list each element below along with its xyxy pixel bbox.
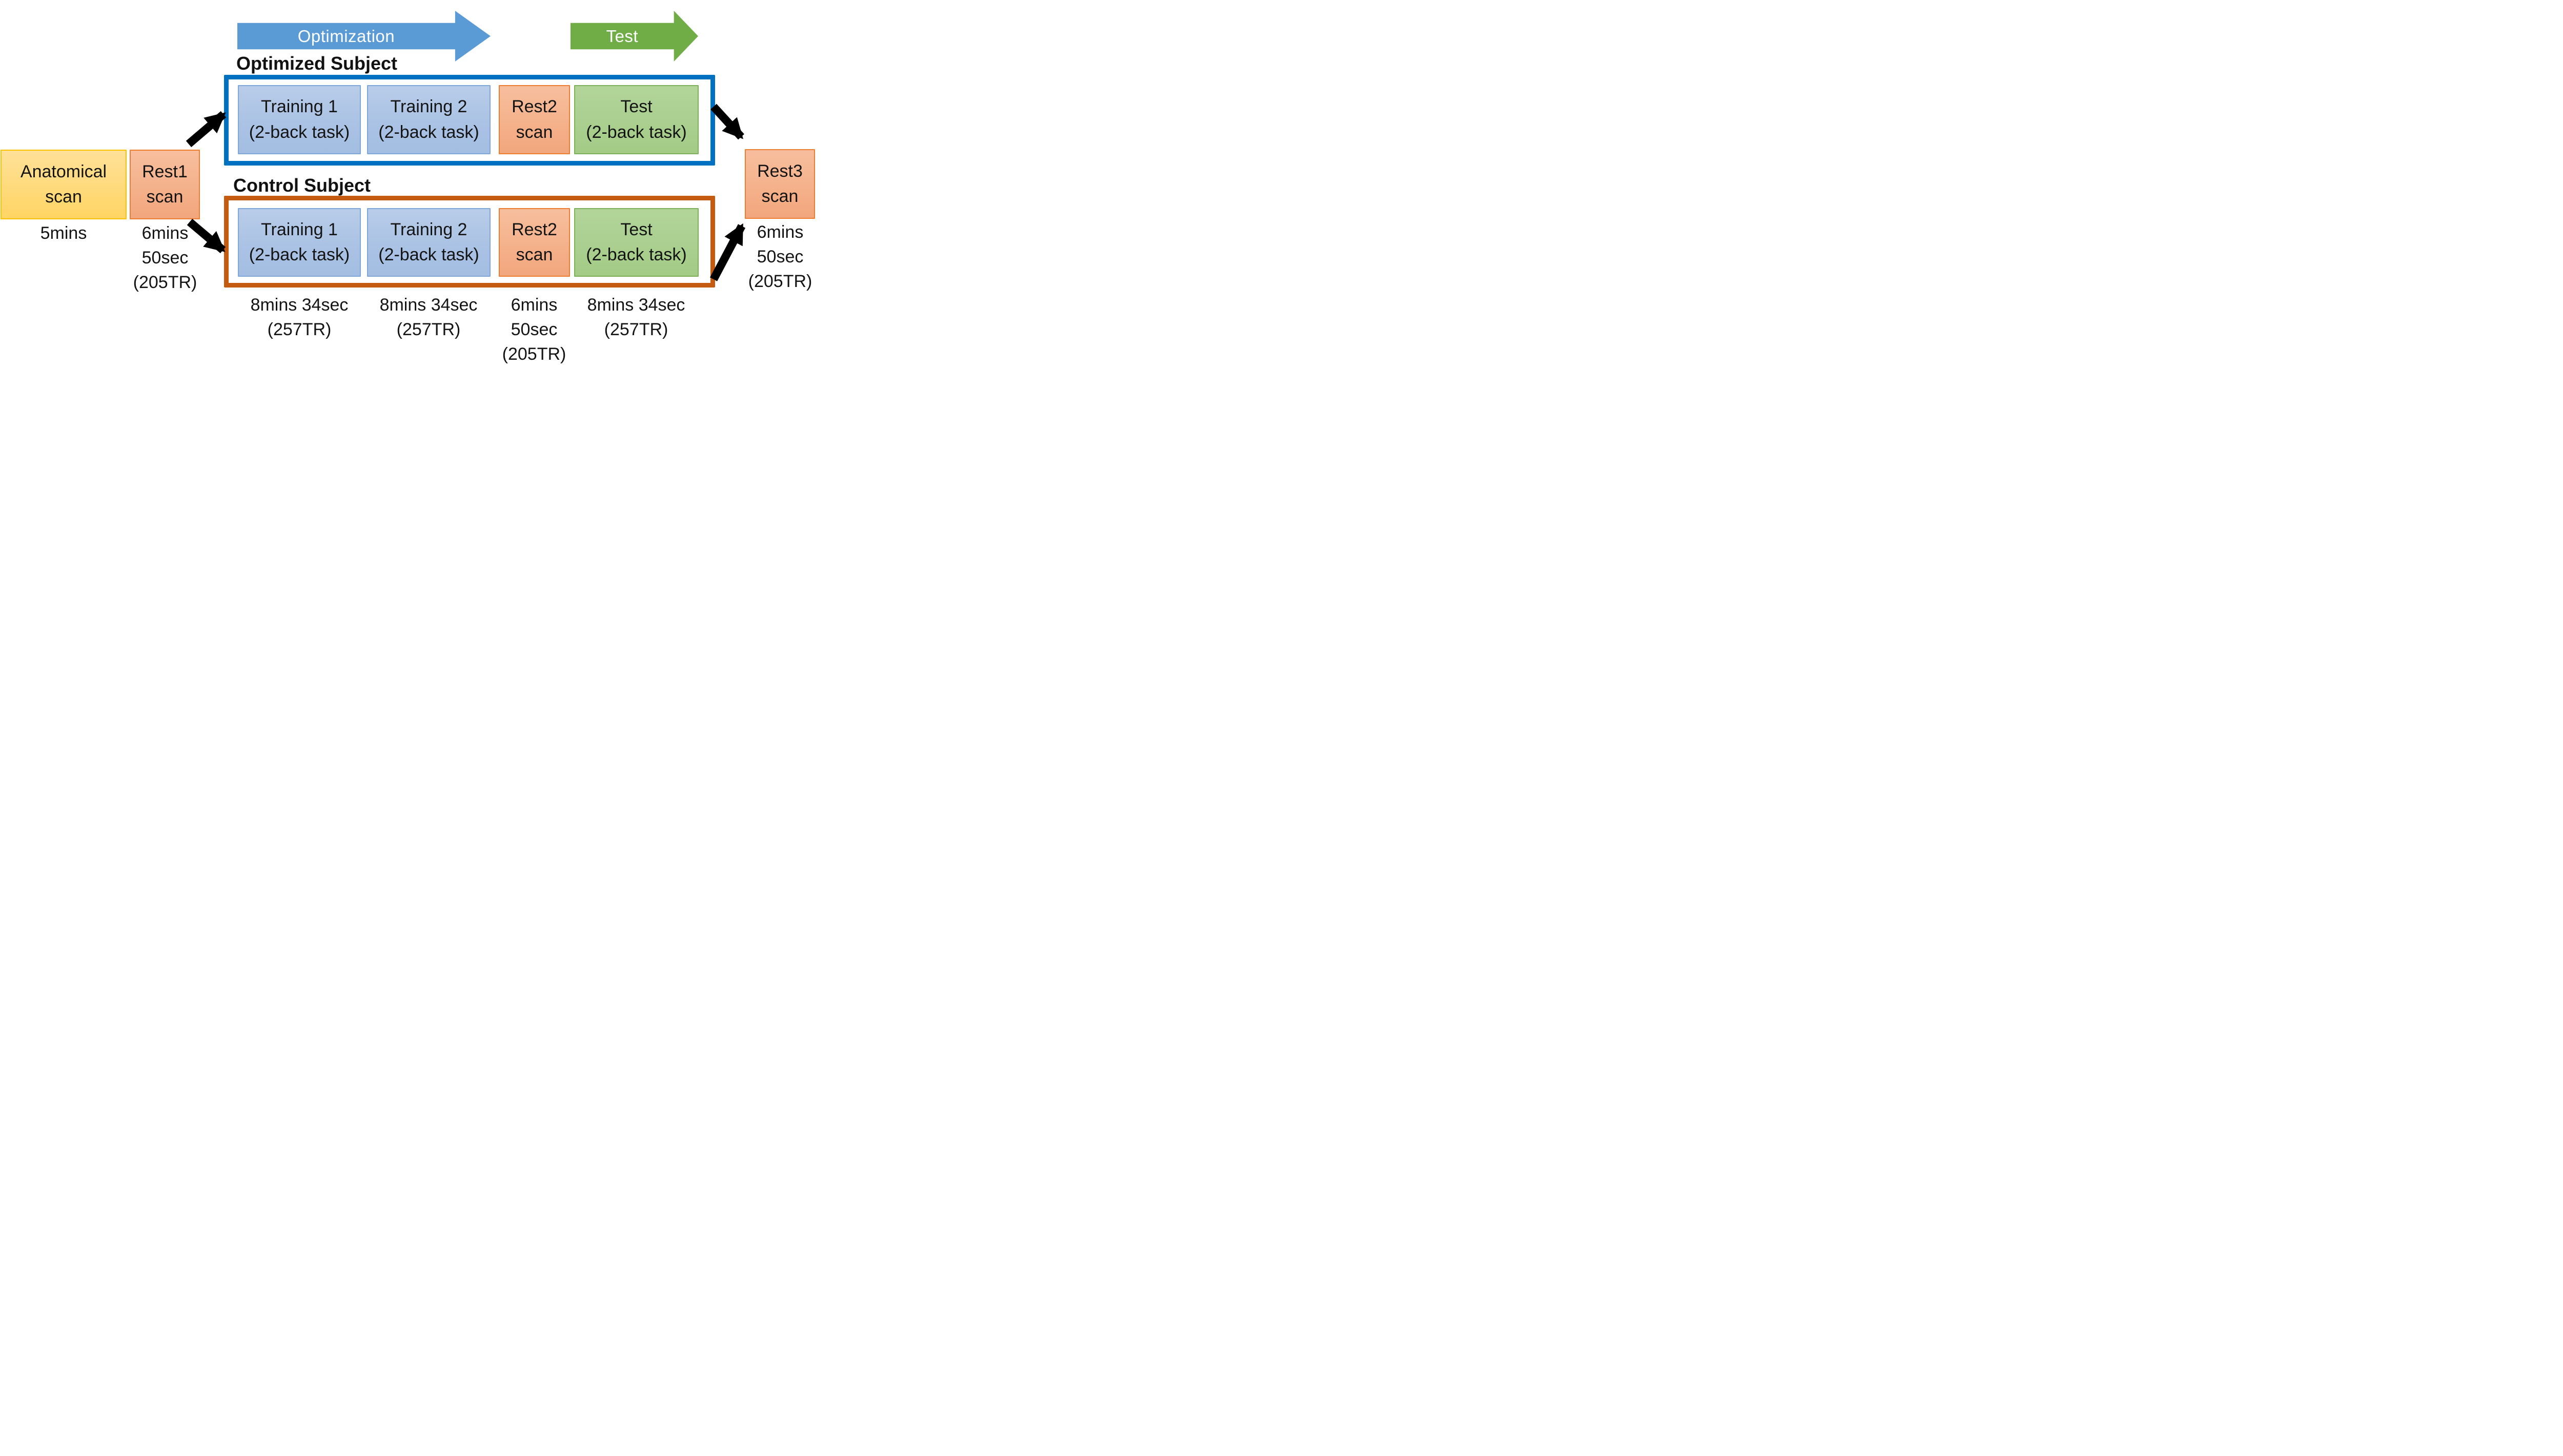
scan-label-line2: scan xyxy=(761,187,799,206)
task-label-line2: (2-back task) xyxy=(378,122,479,142)
task-label-line1: Test xyxy=(620,97,653,117)
duration-line: (257TR) xyxy=(604,320,668,339)
control-test-box: Test (2-back task) xyxy=(574,208,699,277)
optimization-phase-label: Optimization xyxy=(297,26,395,46)
protocol-diagram: Optimization Test Optimized Subject Cont… xyxy=(0,0,837,364)
duration-line: 6mins xyxy=(141,223,189,243)
task-label-line2: (2-back task) xyxy=(586,122,687,142)
optimized-training1-box: Training 1 (2-back task) xyxy=(238,85,361,154)
optimized-subject-title: Optimized Subject xyxy=(236,53,398,74)
task-label-line1: Training 2 xyxy=(390,219,467,239)
duration-line: (205TR) xyxy=(748,272,812,291)
duration-line: (257TR) xyxy=(396,320,461,339)
duration-line: 6mins xyxy=(757,222,804,242)
rest3-scan-box: Rest3 scan xyxy=(745,149,815,219)
task-label-line1: Training 2 xyxy=(390,97,467,117)
arrow-rest1-to-optimized xyxy=(186,111,227,148)
scan-label-line2: scan xyxy=(146,187,184,207)
task-label-line1: Rest2 xyxy=(512,219,557,239)
optimization-phase-arrow: Optimization xyxy=(237,11,491,61)
test-duration-label: 8mins 34sec (257TR) xyxy=(572,293,700,342)
duration-line: 8mins 34sec xyxy=(379,295,478,315)
duration-line: 50sec xyxy=(511,320,558,339)
task-label-line1: Rest2 xyxy=(512,97,557,117)
control-training1-box: Training 1 (2-back task) xyxy=(238,208,361,277)
task-label-line2: (2-back task) xyxy=(249,122,350,142)
rest2-duration-label: 6mins 50sec (205TR) xyxy=(478,293,591,364)
task-label-line1: Training 1 xyxy=(261,97,338,117)
anatomical-scan-box: Anatomical scan xyxy=(1,150,127,219)
duration-line: 5mins xyxy=(40,223,87,243)
task-label-line1: Test xyxy=(620,219,653,239)
optimized-test-box: Test (2-back task) xyxy=(574,85,699,154)
training2-duration-label: 8mins 34sec (257TR) xyxy=(364,293,493,342)
optimized-rest2-box: Rest2 scan xyxy=(499,85,570,154)
anatomical-duration-label: 5mins xyxy=(7,221,120,245)
duration-line: 50sec xyxy=(141,248,189,268)
test-phase-arrow: Test xyxy=(571,11,698,61)
training1-duration-label: 8mins 34sec (257TR) xyxy=(235,293,363,342)
control-training2-box: Training 2 (2-back task) xyxy=(367,208,491,277)
test-phase-label: Test xyxy=(606,26,639,46)
rest1-scan-box: Rest1 scan xyxy=(130,150,200,219)
duration-line: (205TR) xyxy=(502,344,566,364)
arrow-optimized-to-rest3 xyxy=(710,104,744,140)
optimized-training2-box: Training 2 (2-back task) xyxy=(367,85,491,154)
task-label-line1: Training 1 xyxy=(261,219,338,239)
control-rest2-box: Rest2 scan xyxy=(499,208,570,277)
task-label-line2: (2-back task) xyxy=(378,245,479,264)
task-label-line2: scan xyxy=(516,245,553,264)
scan-label-line2: scan xyxy=(45,187,82,207)
task-label-line2: (2-back task) xyxy=(249,245,350,264)
duration-line: 8mins 34sec xyxy=(587,295,685,315)
duration-line: 50sec xyxy=(757,247,804,266)
rest3-duration-label: 6mins 50sec (205TR) xyxy=(724,220,837,294)
scan-label-line1: Rest1 xyxy=(142,161,188,181)
task-label-line2: scan xyxy=(516,122,553,142)
duration-line: 6mins xyxy=(511,295,558,315)
scan-label-line1: Rest3 xyxy=(757,161,803,181)
rest1-duration-label: 6mins 50sec (205TR) xyxy=(109,221,221,295)
scan-label-line1: Anatomical xyxy=(20,161,107,181)
duration-line: 8mins 34sec xyxy=(250,295,349,315)
task-label-line2: (2-back task) xyxy=(586,245,687,264)
duration-line: (205TR) xyxy=(133,273,197,292)
duration-line: (257TR) xyxy=(267,320,332,339)
control-subject-title: Control Subject xyxy=(233,175,371,196)
